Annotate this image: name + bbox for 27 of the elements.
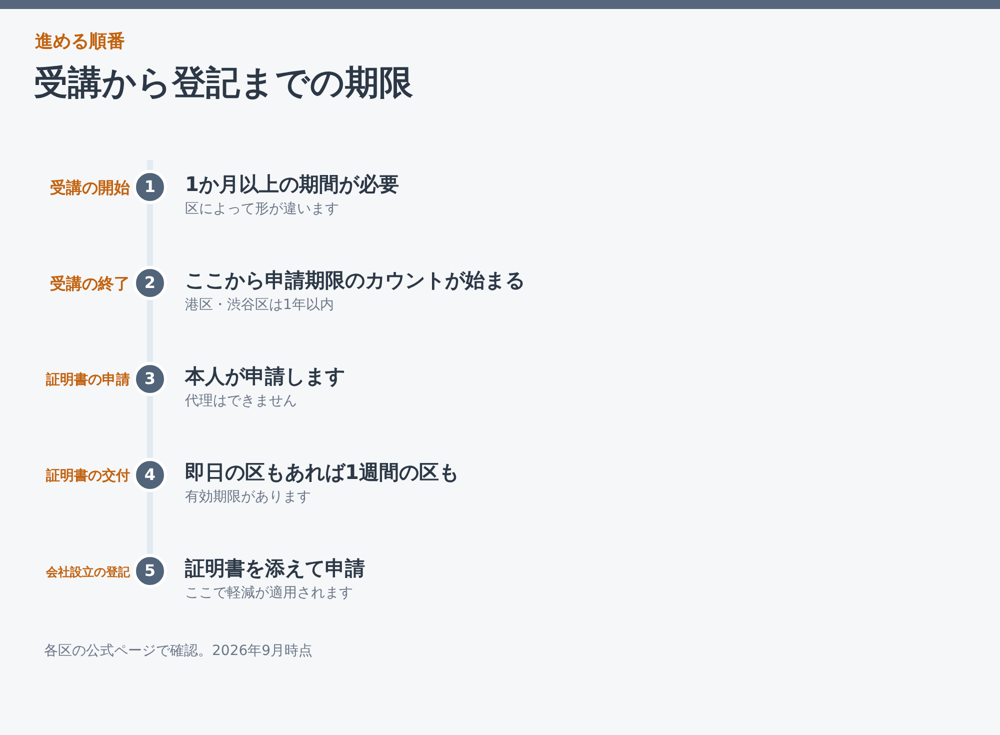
timeline-connector — [147, 204, 153, 266]
section-kicker: 進める順番 — [35, 30, 125, 54]
step-number-circle: 2 — [133, 266, 167, 300]
page-title: 受講から登記までの期限 — [34, 62, 413, 105]
footnote: 各区の公式ページで確認。2026年9月時点 — [44, 642, 313, 661]
step-label: 証明書の交付 — [46, 466, 130, 486]
step-number-circle: 1 — [133, 170, 167, 204]
timeline-connector — [147, 396, 153, 458]
step-label: 会社設立の登記 — [46, 564, 130, 581]
step-heading: ここから申請期限のカウントが始まる — [185, 267, 525, 294]
step-description: 港区・渋谷区は1年以内 — [185, 296, 334, 315]
step-label: 証明書の申請 — [46, 371, 130, 390]
step-label: 受講の終了 — [50, 273, 130, 295]
step-number-circle: 5 — [133, 554, 167, 588]
step-heading: 1か月以上の期間が必要 — [185, 171, 399, 198]
timeline-connector — [147, 300, 153, 362]
step-number-circle: 4 — [133, 458, 167, 492]
step-heading: 即日の区もあれば1週間の区も — [185, 459, 459, 486]
step-description: ここで軽減が適用されます — [185, 584, 353, 603]
timeline-connector — [147, 492, 153, 554]
step-description: 代理はできません — [185, 392, 297, 411]
step-label: 受講の開始 — [50, 177, 130, 199]
step-description: 区によって形が違います — [185, 200, 339, 219]
step-number-circle: 3 — [133, 362, 167, 396]
step-description: 有効期限があります — [185, 488, 311, 507]
step-heading: 本人が申請します — [185, 363, 345, 390]
step-heading: 証明書を添えて申請 — [185, 555, 365, 582]
